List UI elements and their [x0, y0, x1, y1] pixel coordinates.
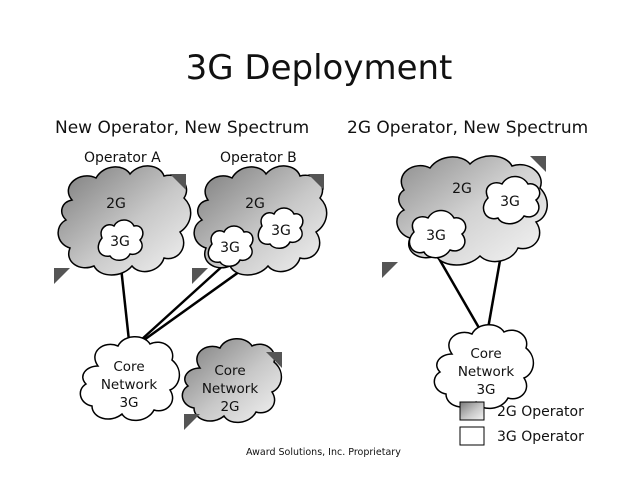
right-3g-top-label: 3G [500, 194, 520, 210]
core-2g-line2: Network [202, 381, 259, 397]
operator-b-3g-right-label: 3G [271, 223, 291, 239]
section-heading-new-operator: New Operator, New Spectrum [55, 118, 310, 138]
core-3g-right-line1: Core [470, 346, 501, 362]
corner-marker-icon [184, 414, 200, 430]
operator-b-3g-left-label: 3G [220, 240, 240, 256]
operator-b-label: Operator B [220, 150, 297, 166]
core-3g-left-line3: 3G [119, 395, 138, 411]
page-title: 3G Deployment [185, 48, 453, 88]
core-3g-left-line2: Network [101, 377, 158, 393]
right-3g-cloud-top [482, 175, 541, 225]
core-network-3g-right-cloud [433, 324, 535, 410]
corner-marker-icon [170, 174, 186, 190]
legend-label-3g: 3G Operator [497, 429, 584, 445]
link-right-3g-left-to-core [432, 249, 488, 341]
operator-a-label: Operator A [84, 150, 161, 166]
corner-marker-icon [308, 174, 324, 190]
corner-marker-icon [192, 268, 208, 284]
core-3g-right-line3: 3G [476, 382, 495, 398]
link-opb-3g-to-core [129, 261, 228, 351]
corner-marker-icon [54, 268, 70, 284]
core-network-3g-left-cloud [79, 336, 181, 422]
legend-swatch-2g [459, 401, 485, 421]
core-network-2g-cloud [181, 338, 283, 430]
core-3g-left-line1: Core [113, 359, 144, 375]
corner-marker-icon [530, 156, 546, 172]
corner-marker-icon [382, 262, 398, 278]
core-2g-line1: Core [214, 363, 245, 379]
footer-text: Award Solutions, Inc. Proprietary [246, 447, 401, 458]
operator-b-2g-label: 2G [245, 196, 265, 212]
operator-b-3g-cloud-right [257, 207, 304, 249]
operator-a-3g-label: 3G [110, 234, 130, 250]
right-3g-left-label: 3G [426, 228, 446, 244]
corner-marker-icon [266, 352, 282, 368]
operator-b-2g-cloud [192, 165, 328, 284]
right-2g-label: 2G [452, 181, 472, 197]
operator-a-2g-label: 2G [106, 196, 126, 212]
legend-label-2g: 2G Operator [497, 404, 584, 420]
core-3g-right-line2: Network [458, 364, 515, 380]
operator-a-3g-cloud [97, 219, 144, 261]
right-3g-cloud-left [408, 209, 467, 259]
operator-b-3g-cloud-left [207, 225, 254, 267]
core-2g-line3: 2G [220, 399, 239, 415]
section-heading-2g-operator: 2G Operator, New Spectrum [347, 118, 589, 138]
legend-swatch-3g [459, 426, 485, 446]
